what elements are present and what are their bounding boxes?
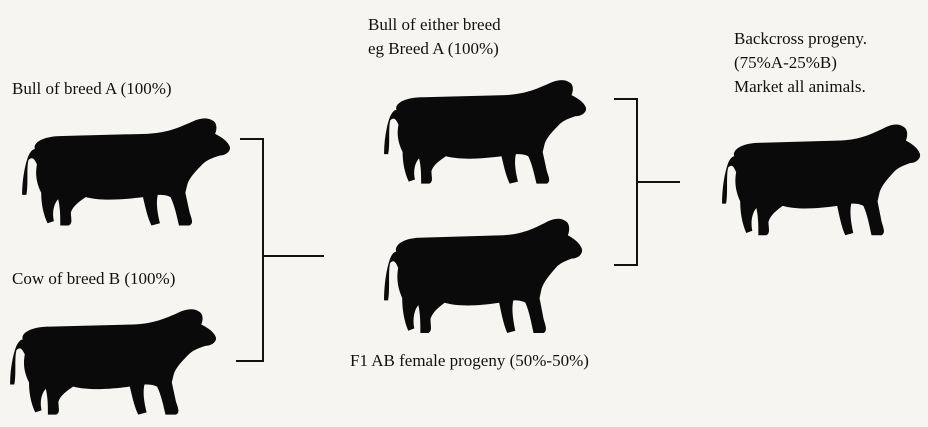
cow-silhouette-icon bbox=[8, 303, 218, 421]
left-bracket-top bbox=[240, 138, 264, 140]
left-bracket-bottom bbox=[236, 360, 264, 362]
cow-silhouette-icon bbox=[720, 118, 922, 242]
f1-female-label: F1 AB female progeny (50%-50%) bbox=[350, 351, 589, 370]
backcross-label-1: Backcross progeny. bbox=[734, 29, 867, 48]
right-bracket-top bbox=[614, 98, 638, 100]
backcross-label-2: (75%A-25%B) bbox=[734, 53, 837, 72]
backcross-label-3: Market all animals. bbox=[734, 77, 866, 96]
left-bracket-vertical bbox=[262, 138, 264, 362]
right-bracket-bottom bbox=[614, 264, 638, 266]
cow-silhouette-icon bbox=[382, 212, 584, 340]
bull-a-label: Bull of breed A (100%) bbox=[12, 79, 172, 98]
bull-silhouette-icon bbox=[382, 74, 588, 190]
cow-b-label: Cow of breed B (100%) bbox=[12, 269, 176, 288]
bull-either-label-1: Bull of either breed bbox=[368, 15, 501, 34]
bull-either-label-2: eg Breed A (100%) bbox=[368, 39, 499, 58]
right-connector bbox=[638, 181, 680, 183]
right-bracket-vertical bbox=[636, 98, 638, 266]
bull-silhouette-icon bbox=[20, 112, 232, 232]
left-connector bbox=[264, 255, 324, 257]
